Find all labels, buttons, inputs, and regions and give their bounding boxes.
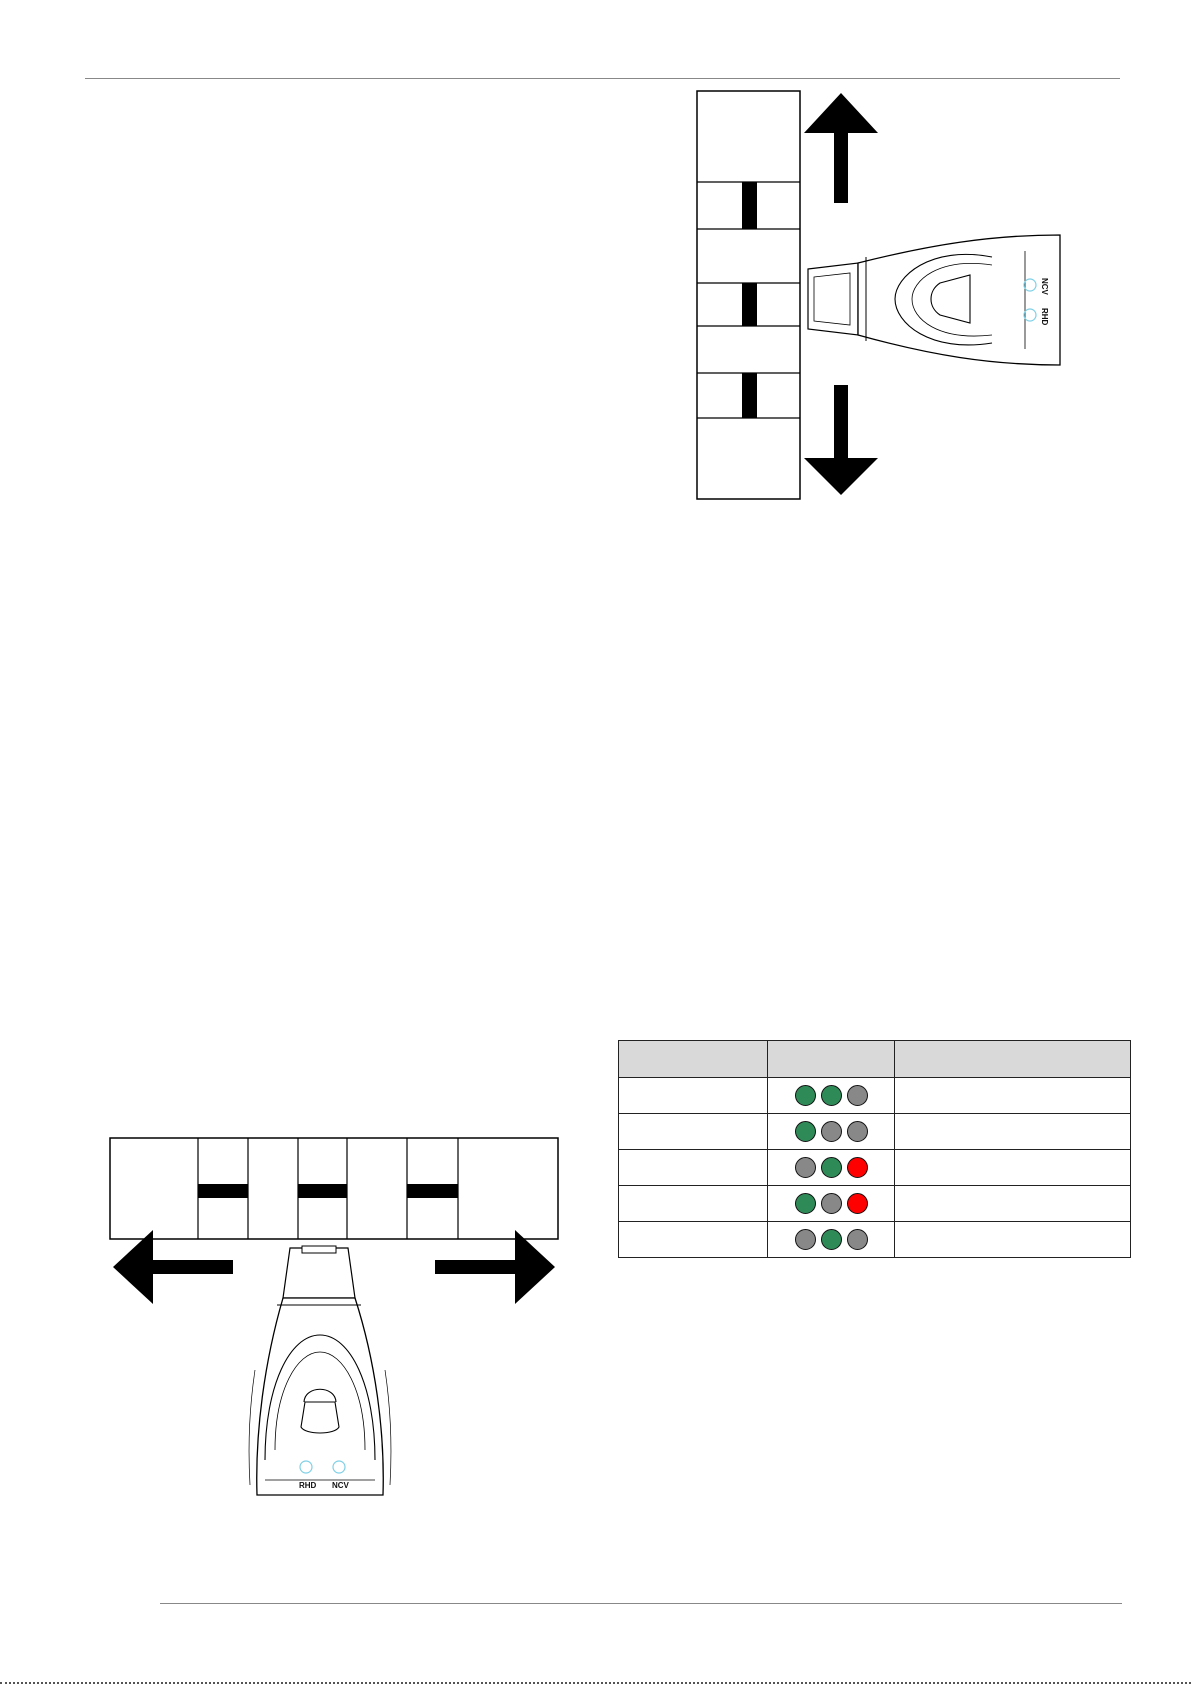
led-green-icon [820,1229,842,1250]
led-grey-icon [846,1121,868,1142]
table-row [618,1077,1131,1114]
wall-strip-vertical [696,90,801,500]
row-note [894,1113,1131,1150]
stud-mark [407,1184,458,1198]
stud-mark [298,1184,347,1198]
detector-device-vertical: RHD NCV [248,1245,392,1496]
rhd-indicator-light [1023,308,1037,322]
led-red-icon [846,1193,868,1214]
footer-rule [160,1603,1122,1604]
stud-mark [742,283,757,326]
led-cell [767,1185,895,1222]
row-label [618,1113,768,1150]
led-grey-icon [820,1193,842,1214]
table-row [618,1221,1131,1258]
row-note [894,1185,1131,1222]
row-label [618,1149,768,1186]
stud-mark [742,373,757,418]
row-label [618,1185,768,1222]
led-green-icon [794,1085,816,1106]
row-note [894,1221,1131,1258]
ncv-indicator-light [332,1460,346,1474]
header-cell [618,1040,768,1078]
ncv-label: NCV [332,1481,350,1490]
arrow-left-icon [113,1230,233,1304]
led-grey-icon [794,1157,816,1178]
led-status-table [618,1040,1131,1258]
led-cell [767,1149,895,1186]
horizontal-scan-figure: RHD NCV [105,1130,565,1500]
vertical-scan-figure: NCV RHD [690,85,1070,505]
detector-device-horizontal: NCV RHD [807,234,1061,366]
led-green-icon [794,1193,816,1214]
stud-mark [198,1184,248,1198]
rhd-label: RHD [299,1481,317,1490]
row-note [894,1149,1131,1186]
header-cell [767,1040,895,1078]
rhd-label: RHD [1040,308,1049,326]
led-grey-icon [846,1085,868,1106]
led-red-icon [846,1157,868,1178]
table-header-row [618,1040,1131,1078]
row-note [894,1077,1131,1114]
header-cell [894,1040,1131,1078]
wall-strip-horizontal [109,1137,559,1240]
row-label [618,1221,768,1258]
rhd-indicator-light [299,1460,313,1474]
led-cell [767,1113,895,1150]
led-green-icon [820,1157,842,1178]
table-row [618,1149,1131,1186]
led-cell [767,1077,895,1114]
table-row [618,1185,1131,1222]
led-grey-icon [820,1121,842,1142]
arrow-right-icon [435,1230,555,1304]
arrow-up-icon [804,93,878,203]
led-grey-icon [794,1229,816,1250]
stud-mark [742,182,757,229]
led-green-icon [794,1121,816,1142]
led-grey-icon [846,1229,868,1250]
ncv-indicator-light [1023,278,1037,292]
table-row [618,1113,1131,1150]
led-cell [767,1221,895,1258]
header-rule [85,78,1120,79]
arrow-down-icon [804,385,878,495]
page-edge-dotted-line [0,1682,1191,1684]
ncv-label: NCV [1040,278,1049,296]
led-green-icon [820,1085,842,1106]
row-label [618,1077,768,1114]
